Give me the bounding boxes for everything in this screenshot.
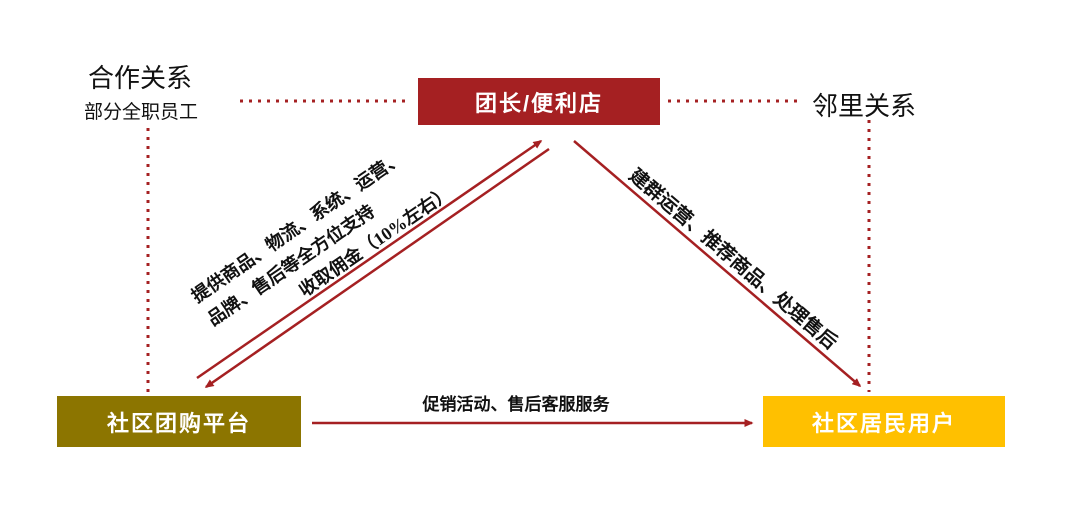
arrow-platform-to-leader [196,139,543,380]
node-leader-store-label: 团长/便利店 [474,90,604,116]
node-community-residents: 社区居民用户 [763,396,1005,447]
label-cooperation-relationship: 合作关系 [88,64,193,93]
edge-label-platform-residents: 促销活动、售后客服服务 [422,395,610,414]
node-leader-store: 团长/便利店 [418,78,660,125]
arrow-leader-to-residents [573,140,862,387]
node-group-buying-platform: 社区团购平台 [57,396,301,447]
node-community-residents-label: 社区居民用户 [811,410,956,436]
arrow-leader-to-platform [204,147,550,389]
label-neighborhood-relationship: 邻里关系 [812,92,917,121]
label-cooperation-sub: 部分全职员工 [84,102,199,123]
node-group-buying-platform-label: 社区团购平台 [106,410,251,436]
